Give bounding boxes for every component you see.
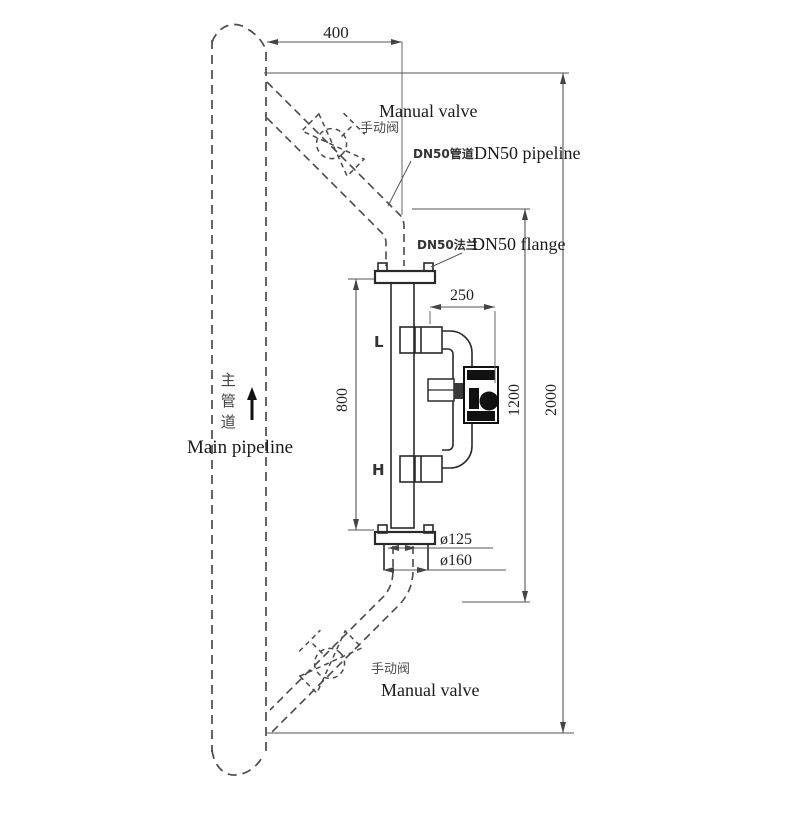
dimension-arrowheads bbox=[267, 39, 566, 733]
dimension-2000: 2000 bbox=[543, 384, 560, 416]
leader-lines bbox=[387, 160, 463, 268]
dimension-lines bbox=[264, 41, 574, 734]
top-branch-pipe bbox=[266, 81, 405, 266]
dimension-800: 800 bbox=[334, 388, 351, 412]
dn50-flange-label-zh: DN50法兰 bbox=[417, 238, 478, 252]
manual-valve-top-label-zh: 手动阀 bbox=[360, 121, 400, 136]
dimension-400: 400 bbox=[323, 23, 349, 42]
dn50-pipeline-label-en: DN50 pipeline bbox=[474, 143, 581, 163]
bottom-branch-pipe bbox=[269, 546, 414, 735]
level-mark-H: H bbox=[372, 461, 385, 479]
main-pipeline-outline bbox=[211, 23, 267, 776]
flow-direction-arrow bbox=[247, 387, 257, 420]
dimension-dia-125: ø125 bbox=[440, 531, 472, 548]
dn50-flange-label-en: DN50 flange bbox=[472, 234, 566, 254]
manual-valve-bottom-label-en: Manual valve bbox=[381, 680, 480, 700]
transmitter bbox=[427, 366, 499, 424]
dimension-dia-160: ø160 bbox=[440, 552, 472, 569]
main-pipeline-label-en: Main pipeline bbox=[187, 437, 294, 458]
main-pipeline-label-zh: 主管道 bbox=[218, 372, 237, 435]
manual-valve-top-symbol bbox=[300, 112, 366, 178]
manual-valve-bottom-label-zh: 手动阀 bbox=[371, 662, 411, 677]
manual-valve-top-label-en: Manual valve bbox=[379, 101, 478, 121]
dimension-1200: 1200 bbox=[506, 384, 523, 416]
manual-valve-bottom-symbol bbox=[298, 629, 364, 695]
level-mark-L: L bbox=[374, 333, 384, 351]
dn50-pipeline-label-zh: DN50管道 bbox=[413, 147, 474, 161]
dimension-250: 250 bbox=[450, 287, 474, 304]
level-gauge-body bbox=[373, 262, 473, 570]
